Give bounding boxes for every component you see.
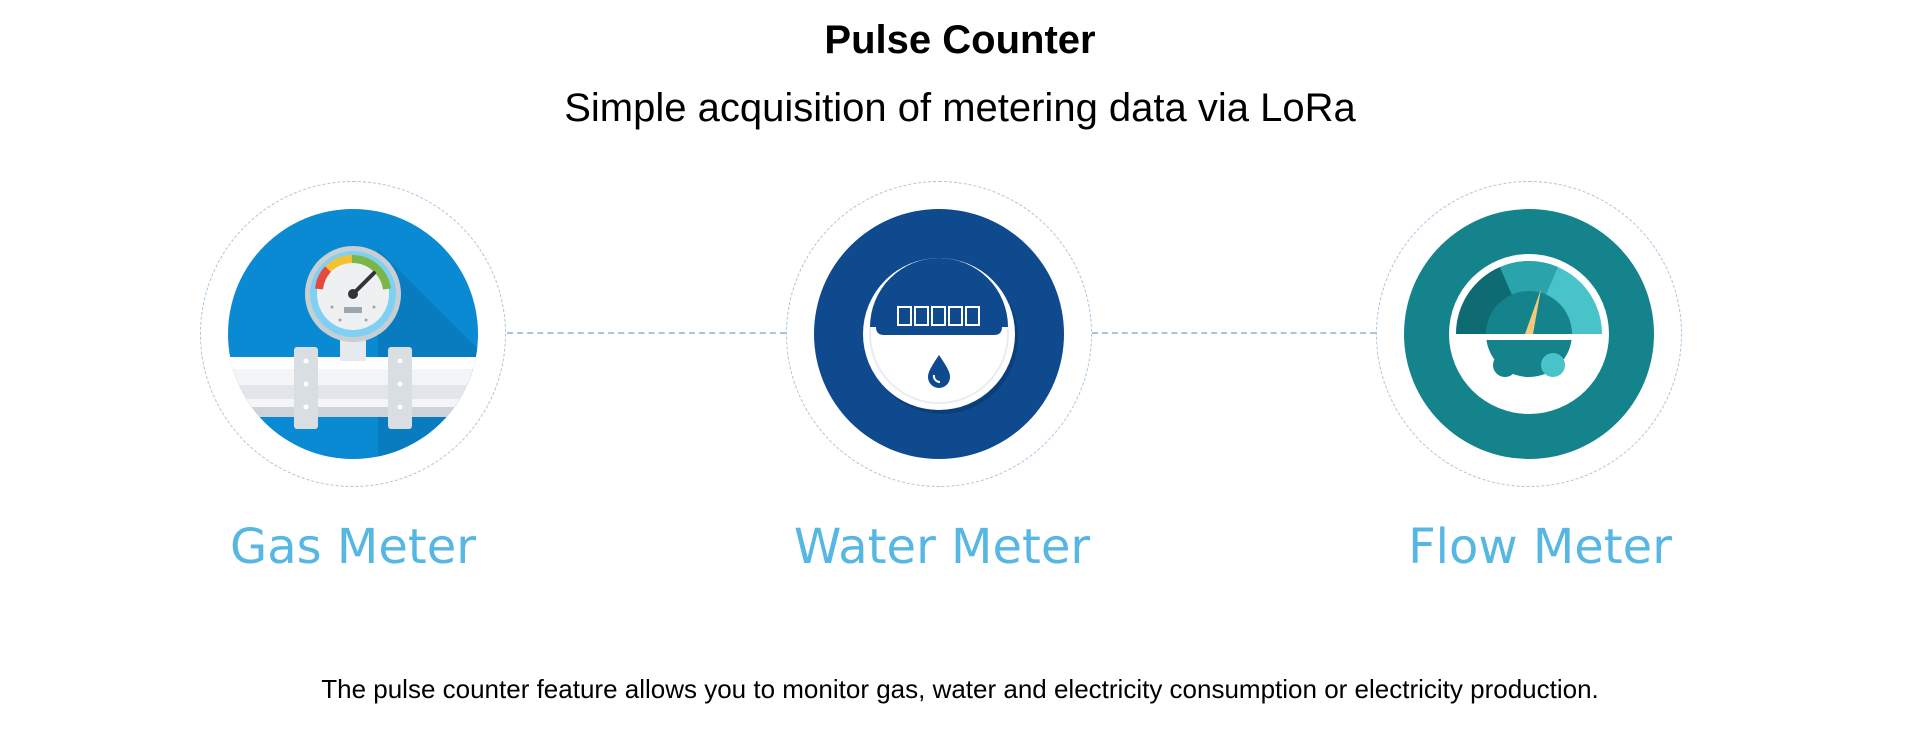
water-meter-label: Water Meter: [692, 515, 1192, 579]
flow-meter-ring: [1376, 181, 1682, 487]
water-meter-ring: [786, 181, 1092, 487]
flow-meter-icon: [1404, 209, 1654, 459]
page-title: Pulse Counter: [0, 14, 1920, 66]
description-text: The pulse counter feature allows you to …: [0, 672, 1920, 706]
page-subtitle: Simple acquisition of metering data via …: [0, 82, 1920, 134]
gas-meter-label: Gas Meter: [103, 515, 603, 579]
connector-line-1: [507, 332, 786, 334]
gas-meter-icon: [228, 209, 478, 459]
gas-meter-ring: [200, 181, 506, 487]
water-meter-icon: [814, 209, 1064, 459]
flow-meter-label: Flow Meter: [1290, 515, 1790, 579]
connector-line-2: [1092, 332, 1376, 334]
